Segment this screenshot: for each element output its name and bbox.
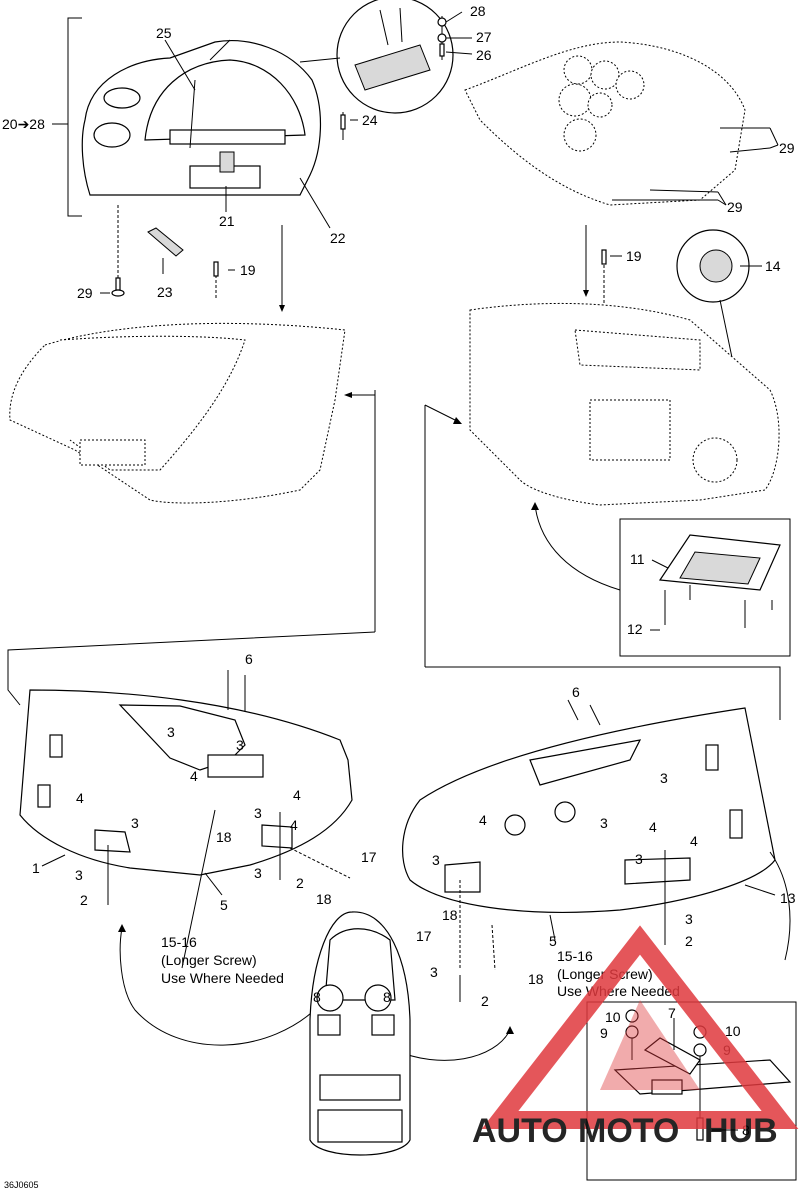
boat-callout-8-right: 8 — [383, 989, 391, 1005]
svg-text:Use Where Needed: Use Where Needed — [161, 970, 284, 986]
br-callout-3d: 3 — [635, 851, 643, 867]
watermark-text-moto: MOTO — [578, 1112, 679, 1150]
bl-callout-3f: 3 — [254, 865, 262, 881]
callout-9-left: 9 — [600, 1025, 608, 1041]
bl-callout-6: 6 — [245, 651, 253, 667]
left-hull-section-dashed — [7, 322, 376, 706]
callout-26: 26 — [476, 47, 492, 63]
br-callout-3a: 3 — [660, 770, 668, 786]
svg-text:(Longer Screw): (Longer Screw) — [161, 952, 257, 968]
br-callout-4a: 4 — [479, 812, 487, 828]
bl-callout-17: 17 — [361, 849, 377, 865]
callout-19-right: 19 — [626, 248, 642, 264]
bl-callout-4a: 4 — [190, 768, 198, 784]
bl-callout-4d: 4 — [290, 817, 298, 833]
callout-10-left: 10 — [605, 1009, 621, 1025]
callout-21: 21 — [219, 213, 235, 229]
detail-box-11-12 — [619, 518, 791, 657]
right-dash-section-dashed: 11 12 — [424, 302, 791, 720]
bl-callout-3c: 3 — [131, 815, 139, 831]
callout-8-detail: 8 — [742, 1122, 750, 1138]
drawing-code: 36J0605 — [4, 1180, 39, 1190]
br-callout-3f: 3 — [430, 964, 438, 980]
hinge-strip — [169, 129, 286, 145]
watermark-triangle — [481, 925, 799, 1129]
callout-27: 27 — [476, 29, 492, 45]
br-callout-5: 5 — [549, 933, 557, 949]
bl-callout-18b: 18 — [316, 891, 332, 907]
strip-part-23 — [147, 227, 184, 257]
br-callout-3c: 3 — [432, 852, 440, 868]
br-callout-3b: 3 — [600, 815, 608, 831]
br-callout-3e: 3 — [685, 911, 693, 927]
callout-29-left: 29 — [77, 285, 93, 301]
group-label: 20➔28 — [2, 116, 45, 132]
callout-23: 23 — [157, 284, 173, 300]
cupholder-left-top — [103, 87, 141, 109]
callout-12: 12 — [627, 621, 643, 637]
bl-callout-2a: 2 — [80, 892, 88, 908]
svg-text:15-16: 15-16 — [161, 934, 197, 950]
callout-19-left: 19 — [240, 262, 256, 278]
svg-text:Use Where Needed: Use Where Needed — [557, 983, 680, 999]
watermark-text-auto: AUTO — [472, 1112, 568, 1150]
bl-callout-3d: 3 — [254, 805, 262, 821]
callout-29-right-lower: 29 — [727, 199, 743, 215]
bl-callout-4b: 4 — [76, 790, 84, 806]
bottom-right-liner-panel: 6 3 4 3 4 4 3 3 13 5 18 17 3 2 18 3 2 15… — [394, 684, 796, 1061]
bl-callout-3e: 3 — [75, 867, 83, 883]
svg-text:15-16: 15-16 — [557, 948, 593, 964]
br-callout-18b: 18 — [528, 971, 544, 987]
callout-22: 22 — [330, 230, 346, 246]
callout-25: 25 — [156, 25, 172, 41]
bl-callout-3b: 3 — [236, 737, 244, 753]
br-callout-2b: 2 — [481, 993, 489, 1009]
bottom-left-liner-panel: 6 3 3 4 4 3 4 18 3 4 1 3 2 3 2 5 17 18 1… — [19, 651, 377, 1046]
callout-11: 11 — [630, 551, 645, 567]
br-callout-17: 17 — [416, 928, 432, 944]
bl-callout-5: 5 — [220, 897, 228, 913]
bl-callout-2b: 2 — [296, 875, 304, 891]
top-left-console-assembly: 20➔28 — [2, 0, 492, 312]
callout-28: 28 — [470, 3, 486, 19]
latch-knob — [219, 151, 235, 173]
callout-24: 24 — [362, 112, 378, 128]
bl-callout-1: 1 — [32, 860, 40, 876]
br-callout-2a: 2 — [685, 933, 693, 949]
callout-10-right: 10 — [725, 1023, 741, 1039]
bl-callout-18a: 18 — [216, 829, 232, 845]
watermark-text-hub: HUB — [704, 1112, 778, 1150]
top-right-dash-assembly: 29 29 19 14 — [464, 41, 795, 422]
note-left: 15-16 (Longer Screw) Use Where Needed — [161, 934, 284, 986]
bl-callout-4c: 4 — [293, 787, 301, 803]
br-callout-4c: 4 — [690, 833, 698, 849]
bl-callout-3a: 3 — [167, 724, 175, 740]
watermark-logo: AUTO MOTO HUB — [472, 925, 799, 1150]
boat-top-view: 8 8 — [309, 911, 411, 1156]
cupholder-left-bottom — [93, 122, 131, 148]
callout-14: 14 — [765, 258, 781, 274]
br-callout-4b: 4 — [649, 819, 657, 835]
boat-callout-8-left: 8 — [313, 989, 321, 1005]
callout-7: 7 — [668, 1005, 676, 1021]
br-callout-18a: 18 — [442, 907, 458, 923]
callout-29-right-upper: 29 — [779, 140, 795, 156]
br-callout-6: 6 — [572, 684, 580, 700]
